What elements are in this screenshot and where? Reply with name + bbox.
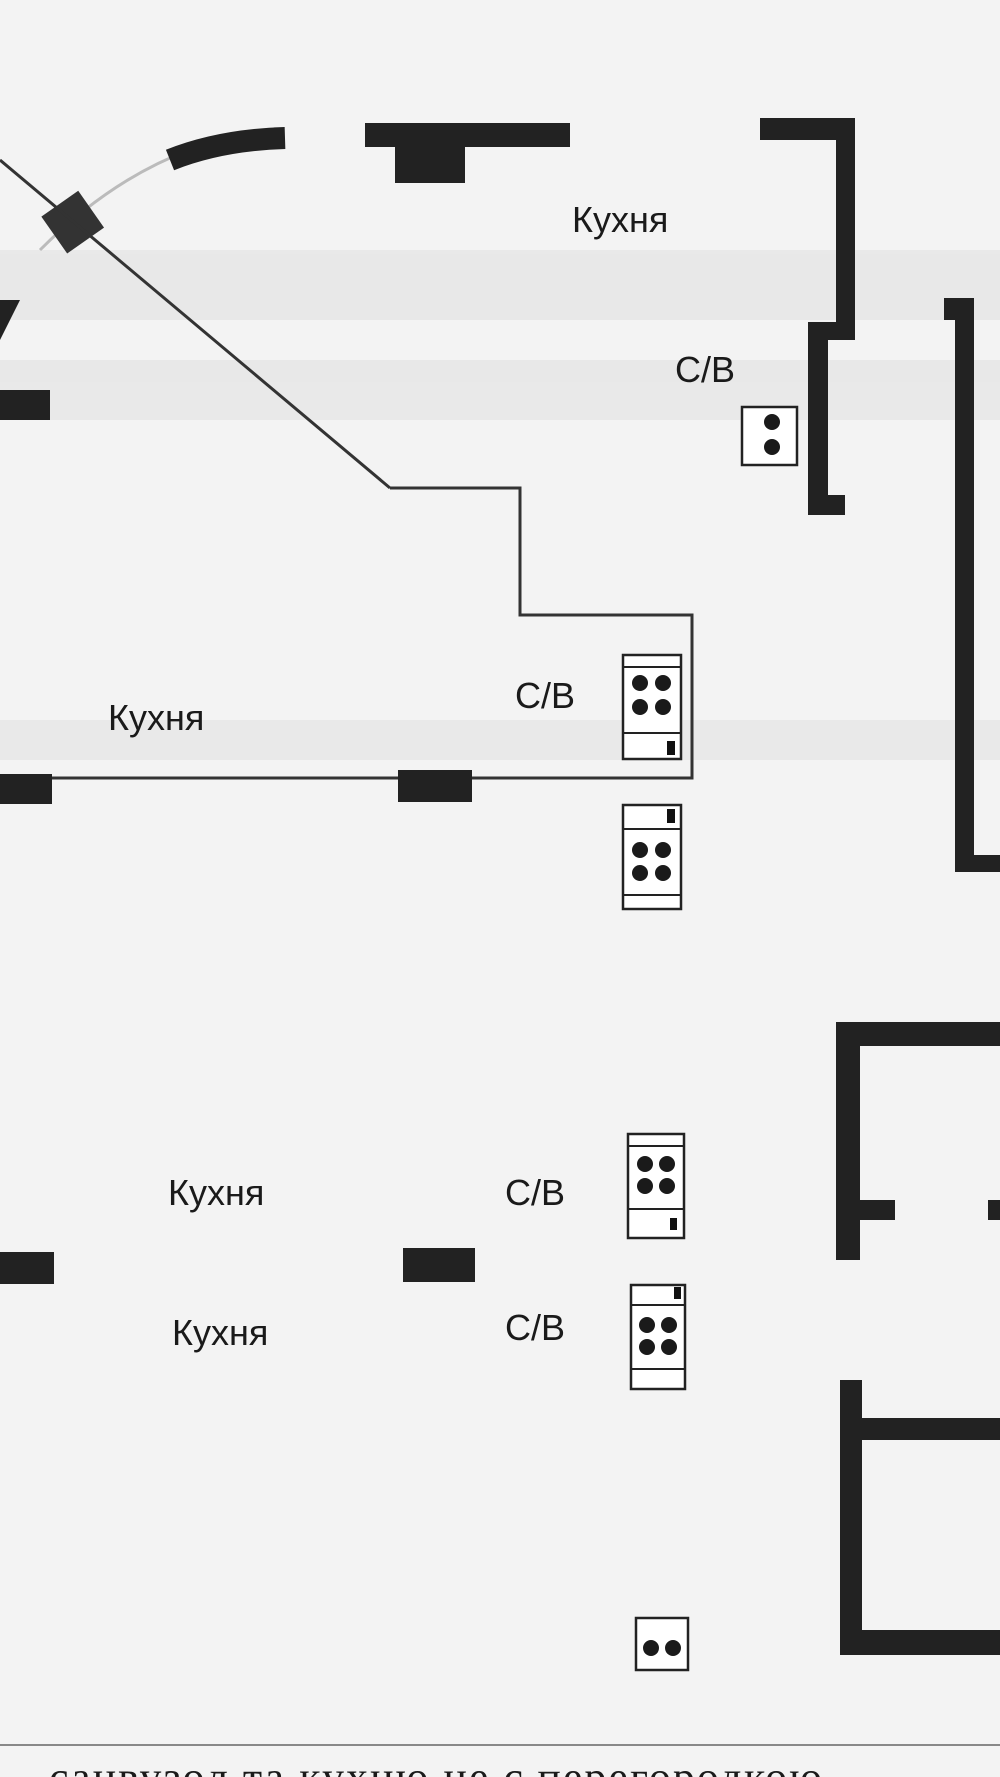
stove-icon bbox=[626, 1132, 686, 1240]
stove-icon bbox=[621, 653, 683, 761]
wall-segment bbox=[403, 1248, 475, 1282]
room-label-kitchen: Кухня bbox=[168, 1172, 264, 1213]
partition-lines bbox=[0, 158, 694, 780]
wall-bottom-right bbox=[836, 1022, 1000, 1655]
stove-icon bbox=[629, 1283, 687, 1391]
stove-icon bbox=[621, 803, 683, 911]
wall-segment bbox=[0, 774, 52, 804]
page-caption: ...санвузол та кухню не є перегородкою..… bbox=[10, 1753, 863, 1777]
scan-texture bbox=[0, 250, 1000, 760]
wall-top-right bbox=[760, 118, 1000, 872]
room-label-kitchen: Кухня bbox=[572, 199, 668, 240]
room-label-bathroom: С/В bbox=[505, 1172, 565, 1213]
wall-segment bbox=[398, 770, 472, 802]
room-label-bathroom: С/В bbox=[505, 1307, 565, 1348]
room-label-kitchen: Кухня bbox=[108, 697, 204, 738]
stove-icon bbox=[634, 1616, 690, 1672]
wall-segment bbox=[0, 1252, 54, 1284]
stove-icon bbox=[740, 405, 799, 467]
room-label-bathroom: С/В bbox=[675, 349, 735, 390]
room-label-bathroom: С/В bbox=[515, 675, 575, 716]
room-label-kitchen: Кухня bbox=[172, 1312, 268, 1353]
